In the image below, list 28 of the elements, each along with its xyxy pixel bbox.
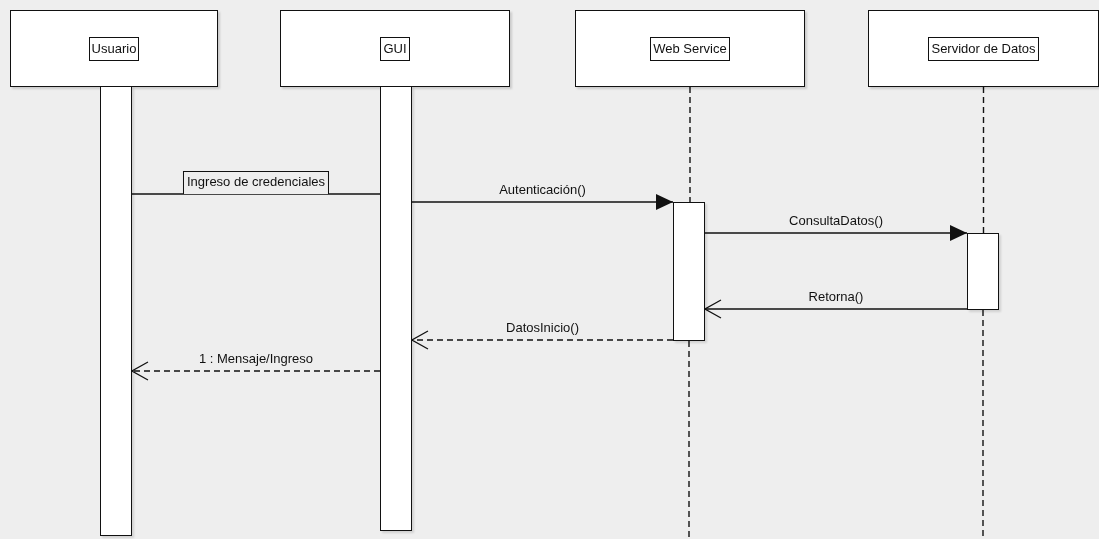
message-label: Retorna() bbox=[808, 289, 864, 305]
participant-name: Web Service bbox=[650, 36, 730, 61]
message-label: DatosInicio() bbox=[506, 320, 579, 336]
participant-name: Usuario bbox=[88, 36, 140, 61]
lifeline bbox=[982, 86, 985, 234]
message-arrow bbox=[411, 330, 674, 350]
message-label: 1 : Mensaje/Ingreso bbox=[198, 351, 314, 367]
activation-bar bbox=[967, 233, 999, 310]
lifeline bbox=[689, 86, 691, 203]
participant-name: Servidor de Datos bbox=[928, 36, 1039, 61]
activation-bar bbox=[380, 86, 412, 531]
participant-box bbox=[575, 10, 805, 87]
activation-bar bbox=[673, 202, 705, 341]
message-arrow bbox=[131, 361, 381, 381]
participant-box bbox=[10, 10, 218, 87]
message-label: ConsultaDatos() bbox=[789, 213, 883, 229]
message-label: Ingreso de credenciales bbox=[183, 171, 329, 194]
message-arrow bbox=[704, 225, 968, 241]
lifeline bbox=[982, 309, 984, 539]
activation-bar bbox=[100, 86, 132, 536]
message-line bbox=[131, 193, 381, 195]
message-label: Autenticación() bbox=[499, 182, 586, 198]
participant-box bbox=[280, 10, 510, 87]
participant-name: GUI bbox=[380, 36, 410, 61]
participant-box bbox=[868, 10, 1099, 87]
lifeline bbox=[688, 340, 690, 539]
message-arrow bbox=[411, 194, 674, 210]
message-arrow bbox=[704, 299, 968, 319]
